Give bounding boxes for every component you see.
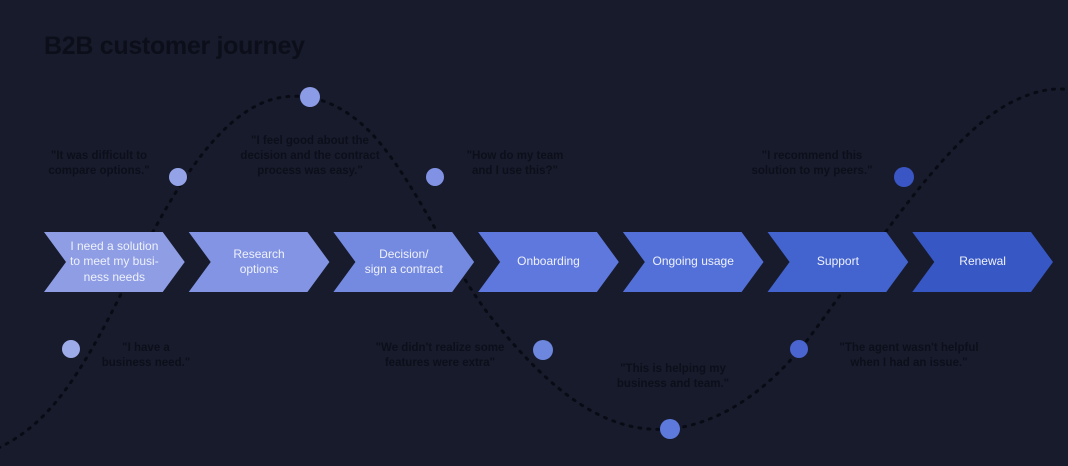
- stage-ongoing-usage[interactable]: [622, 232, 764, 292]
- quote-agent-not-helpful: "The agent wasn't helpful when I had an …: [839, 342, 979, 369]
- stage-need[interactable]: [44, 232, 185, 292]
- quote-helping-business-and-team: "This is helping my business and team.": [616, 363, 730, 390]
- journey-dot-8[interactable]: [894, 167, 914, 187]
- quote-how-do-we-use-this: "How do my team and I use this?": [466, 150, 564, 177]
- stage-decision-sign-a-contract[interactable]: [333, 232, 475, 292]
- quote-recommend-to-peers: "I recommend this solution to my peers.": [751, 150, 873, 177]
- stage-research-options[interactable]: [188, 232, 330, 292]
- journey-dot-5[interactable]: [533, 340, 553, 360]
- journey-dot-3[interactable]: [300, 87, 320, 107]
- journey-dot-7[interactable]: [790, 340, 808, 358]
- stage-renewal[interactable]: [912, 232, 1053, 292]
- quote-features-were-extra: "We didn't realize some features were ex…: [375, 342, 505, 369]
- page-title: B2B customer journey: [44, 32, 305, 60]
- journey-dot-6[interactable]: [660, 419, 680, 439]
- stage-onboarding[interactable]: [478, 232, 619, 292]
- quote-contract-process-easy: "I feel good about the decision and the …: [240, 135, 380, 177]
- quote-business-need: "I have a business need.": [101, 342, 191, 369]
- journey-dot-4[interactable]: [426, 168, 444, 186]
- quote-compare-options: "It was difficult to compare options.": [48, 150, 150, 177]
- journey-dot-1[interactable]: [62, 340, 80, 358]
- stage-support[interactable]: [767, 232, 909, 292]
- journey-dot-2[interactable]: [169, 168, 187, 186]
